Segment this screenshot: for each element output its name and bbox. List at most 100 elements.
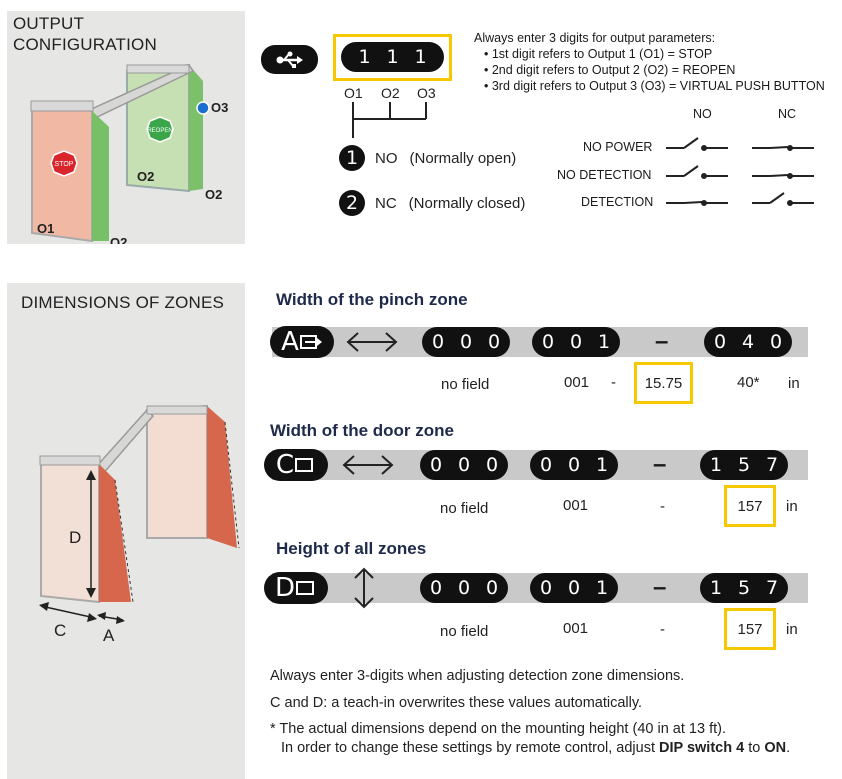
contact-row-no-detection: NO DETECTION	[557, 168, 652, 182]
door-zone-group-1: 0 0 0	[420, 450, 508, 480]
door-zone-heading: Width of the door zone	[270, 421, 454, 440]
output-bullet-1: • 1st digit refers to Output 1 (O1) = ST…	[484, 47, 713, 61]
output-code-box: 1 1 1	[333, 34, 452, 81]
code-digit: 7	[759, 452, 785, 478]
zones-note-2: C and D: a teach-in overwrites these val…	[270, 695, 643, 711]
code-digit: 0	[479, 575, 505, 601]
legend-no: 1 NO (Normally open)	[339, 145, 516, 171]
code-digit: 0	[479, 452, 505, 478]
code-digit: 5	[731, 575, 757, 601]
door-zone-value-sep: -	[660, 498, 665, 515]
door-zone-value-highlight: 157	[724, 485, 776, 527]
legend-nc-abbr: NC	[375, 194, 397, 212]
contact-row-no-power: NO POWER	[583, 140, 653, 154]
door-output-illustration: STOP REOPEN O3 O1 O2 O2 O2	[30, 63, 228, 244]
code-digit: 5	[731, 452, 757, 478]
virtual-push-button-icon	[196, 101, 210, 115]
pinch-zone-value-unit: in	[788, 375, 800, 392]
door-zone-value-second: 001	[563, 497, 589, 514]
code-digit: 0	[451, 575, 477, 601]
pinch-zone-heading: Width of the pinch zone	[276, 290, 468, 309]
label-o3: O3	[211, 100, 228, 115]
legend-no-desc: (Normally open)	[409, 149, 517, 167]
door-zone-group-3: 1 5 7	[700, 450, 788, 480]
reopen-sign-label: REOPEN	[147, 128, 172, 134]
code-digit: 0	[425, 329, 451, 355]
zones-note-3: * The actual dimensions depend on the mo…	[270, 721, 726, 737]
height-arrow-icon	[354, 567, 374, 609]
pinch-zone-value-first: no field	[441, 376, 490, 393]
zones-panel: DIMENSIONS OF ZONES D C A	[7, 283, 245, 779]
pinch-zone-value-second: 001	[564, 374, 590, 391]
height-zone-value-first: no field	[440, 623, 489, 640]
output-bullet-2: • 2nd digit refers to Output 2 (O2) = RE…	[484, 63, 736, 77]
code-digit: 0	[707, 329, 733, 355]
code-digit: 0	[763, 329, 789, 355]
pinch-zone-value-highlight: 15.75	[634, 362, 693, 404]
zones-title: DIMENSIONS OF ZONES	[21, 293, 225, 312]
code-digit: 0	[481, 329, 507, 355]
label-o2-front: O2	[110, 235, 127, 244]
pinch-zone-dash: –	[655, 328, 669, 355]
contact-row-detection: DETECTION	[581, 195, 654, 209]
height-zone-group-3: 1 5 7	[700, 573, 788, 603]
door-zone-group-2: 0 0 1	[530, 450, 618, 480]
height-zone-heading: Height of all zones	[276, 539, 427, 558]
code-digit: 0	[561, 452, 587, 478]
output-instructions-intro: Always enter 3 digits for output paramet…	[474, 31, 716, 45]
pinch-zone-value-sep: -	[611, 374, 616, 391]
zone-label-a: A	[103, 626, 115, 645]
code-digit: 0	[563, 329, 589, 355]
height-zone-dash: –	[653, 574, 667, 601]
legend-no-abbr: NO	[375, 149, 398, 167]
pinch-zone-group-1: 0 0 0	[422, 327, 510, 357]
code-digit: 0	[453, 329, 479, 355]
code-digit: 1	[591, 329, 617, 355]
zones-note-1: Always enter 3-digits when adjusting det…	[270, 668, 685, 684]
zones-note-4: In order to change these settings by rem…	[281, 740, 791, 756]
code-digit: 0	[535, 329, 561, 355]
code-digit: 0	[533, 575, 559, 601]
pinch-zone-width-arrow-icon	[346, 332, 398, 352]
zone-label-c: C	[54, 621, 66, 640]
contact-col-nc: NC	[778, 107, 797, 121]
output-label-o2: O2	[381, 85, 400, 101]
output-config-title: OUTPUT CONFIGURATION	[13, 14, 157, 54]
code-digit: 4	[735, 329, 761, 355]
output-digit-1: 1	[351, 44, 378, 70]
contact-switch-symbols	[666, 137, 814, 206]
door-zones-illustration: D C A	[39, 404, 240, 645]
door-zone-value-first: no field	[440, 500, 489, 517]
output-config-panel: OUTPUT CONFIGURATION STOP REOPEN O3 O1 O…	[7, 11, 245, 244]
output-instructions: Always enter 3 digits for output paramet…	[474, 30, 840, 94]
code-digit: 1	[703, 452, 729, 478]
stop-sign-icon	[50, 150, 78, 177]
label-o2-back: O2	[137, 169, 154, 184]
code-digit: 1	[703, 575, 729, 601]
output-digit-2: 1	[379, 44, 406, 70]
output-code-digits: 1 1 1	[341, 42, 444, 72]
height-zone-value-sep: -	[660, 621, 665, 638]
output-bullet-3: • 3rd digit refers to Output 3 (O3) = VI…	[484, 79, 825, 93]
pinch-zone-group-2: 0 0 1	[532, 327, 620, 357]
code-digit: 1	[589, 575, 615, 601]
door-zone-icon: C	[264, 449, 328, 481]
code-digit: 0	[423, 452, 449, 478]
label-o1: O1	[37, 221, 54, 236]
label-o2-side: O2	[205, 187, 222, 202]
height-zone-icon: D	[264, 572, 328, 604]
contact-col-no: NO	[693, 107, 712, 121]
output-digit-3: 1	[407, 44, 434, 70]
height-zone-value-second: 001	[563, 620, 589, 637]
code-digit: 7	[759, 575, 785, 601]
legend-nc: 2 NC (Normally closed)	[339, 190, 525, 216]
legend-nc-digit: 2	[339, 190, 365, 216]
door-zone-dash: –	[653, 451, 667, 478]
door-zone-value-unit: in	[786, 498, 798, 515]
legend-nc-desc: (Normally closed)	[408, 194, 526, 212]
output-label-o3: O3	[417, 85, 436, 101]
output-label-o1: O1	[344, 85, 363, 101]
reopen-sign-icon	[146, 116, 174, 143]
legend-no-digit: 1	[339, 145, 365, 171]
remote-key-icon	[261, 45, 318, 74]
